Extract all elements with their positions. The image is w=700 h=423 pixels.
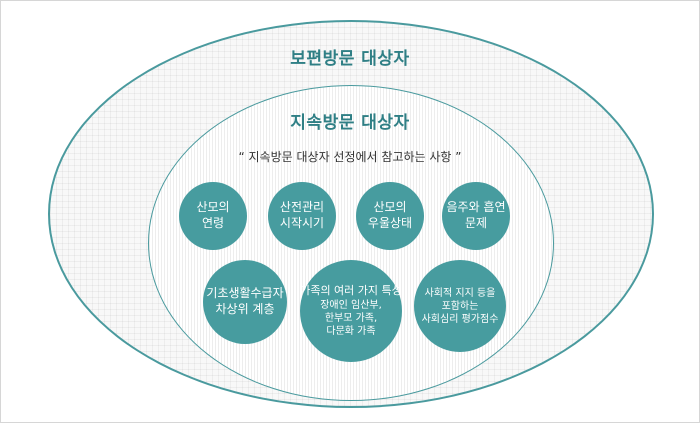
factor-circle-family-characteristics: 가족의 여러 가지 특성 장애인 임산부, 한부모 가족, 다문화 가족 [300, 260, 402, 362]
factor-label-line: 음주와 흡연 [446, 200, 506, 215]
factor-label-line: 사회적 지지 등을 [424, 287, 496, 299]
factor-label-line: 산전관리 [279, 200, 325, 215]
factor-label-line: 차상위 계층 [215, 302, 275, 316]
factor-label-line: 가족의 여러 가지 특성 [300, 284, 402, 298]
factor-circle-maternal-depression: 산모의 우울상태 [356, 182, 424, 250]
factor-label-line: 산모의 [373, 200, 407, 215]
factor-label-line: 연령 [201, 216, 225, 230]
factor-label-line: 다문화 가족 [326, 325, 376, 337]
factor-circle-drinking-smoking: 음주와 흡연 문제 [442, 182, 510, 250]
universal-visit-title: 보편방문 대상자 [290, 49, 410, 69]
factor-label-line: 포함하는 [441, 300, 479, 312]
factor-label-line: 한부모 가족, [324, 312, 378, 324]
factor-label-line: 우울상태 [367, 216, 413, 230]
factor-circle-psychosocial-score: 사회적 지지 등을 포함하는 사회심리 평가점수 [414, 260, 506, 352]
factor-label-line: 기초생활수급자 [206, 286, 284, 301]
factor-circle-low-income: 기초생활수급자 차상위 계층 [203, 260, 287, 344]
factor-label-line: 산모의 [196, 200, 230, 215]
factor-label-line: 문제 [464, 216, 488, 230]
selection-criteria-subtitle: “ 지속방문 대상자 선정에서 참고하는 사항 ” [238, 150, 462, 164]
continuous-visit-title: 지속방문 대상자 [290, 113, 410, 133]
factor-circle-prenatal-care-start: 산전관리 시작시기 [268, 182, 336, 250]
factor-label-line: 장애인 임산부, [320, 299, 382, 311]
factor-label-line: 시작시기 [279, 216, 325, 230]
factor-label-line: 사회심리 평가점수 [421, 313, 499, 325]
factor-circle-maternal-age: 산모의 연령 [179, 182, 247, 250]
